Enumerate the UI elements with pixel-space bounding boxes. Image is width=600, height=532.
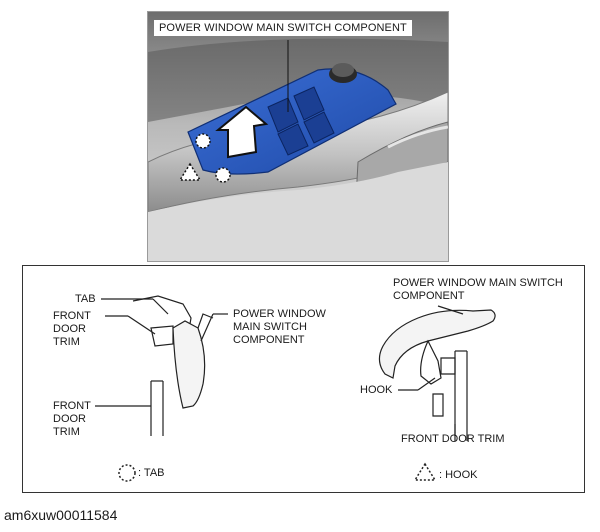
hook-label: HOOK bbox=[360, 384, 393, 396]
right-component-label: POWER WINDOW MAIN SWITCH COMPONENT bbox=[393, 277, 563, 302]
cross-section-drawings bbox=[95, 295, 496, 482]
tab-marker-icon bbox=[215, 167, 231, 183]
front-door-trim-upper-label: FRONT DOOR TRIM bbox=[53, 310, 91, 348]
tab-label: TAB bbox=[75, 293, 96, 305]
photo-title: POWER WINDOW MAIN SWITCH COMPONENT bbox=[154, 20, 412, 36]
hook-legend-icon bbox=[413, 462, 437, 481]
tab-marker-icon bbox=[195, 133, 211, 149]
hook-marker-icon bbox=[178, 162, 202, 181]
tab-legend-text: : TAB bbox=[138, 467, 165, 479]
lift-arrow-icon bbox=[215, 105, 269, 159]
tab-legend-icon bbox=[118, 464, 136, 482]
hook-legend-text: : HOOK bbox=[439, 469, 478, 481]
detail-diagram: TAB FRONT DOOR TRIM POWER WINDOW MAIN SW… bbox=[22, 265, 585, 493]
door-trim-illustration bbox=[148, 12, 448, 261]
left-component-label: POWER WINDOW MAIN SWITCH COMPONENT bbox=[233, 308, 326, 346]
front-door-trim-right-label: FRONT DOOR TRIM bbox=[401, 433, 505, 445]
door-trim-photo: POWER WINDOW MAIN SWITCH COMPONENT bbox=[147, 11, 449, 262]
front-door-trim-lower-label: FRONT DOOR TRIM bbox=[53, 400, 91, 438]
reference-code: am6xuw00011584 bbox=[4, 507, 118, 523]
